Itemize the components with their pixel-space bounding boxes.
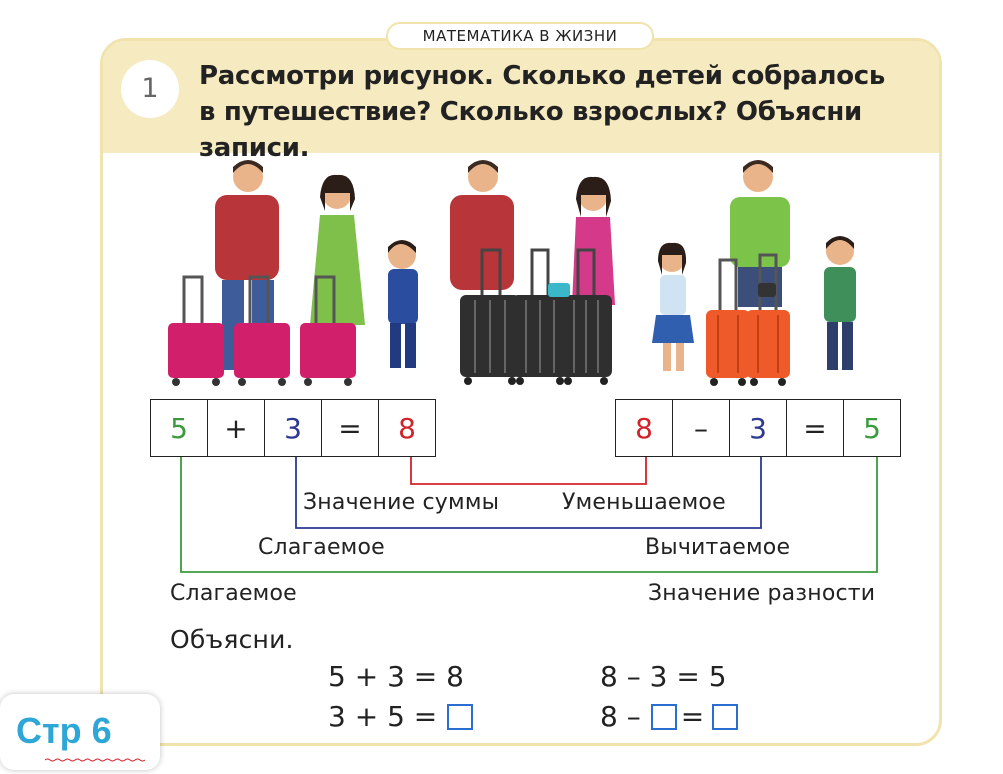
difference-cell: 5 — [843, 399, 901, 457]
addend-2-cell: 3 — [264, 399, 322, 457]
minus-cell: – — [672, 399, 730, 457]
page-badge: Стр 6 — [0, 694, 160, 770]
exercise-1-text: 5 + 3 = 8 — [328, 660, 464, 693]
exercise-4-equals: = — [680, 700, 705, 733]
family-group-1 — [168, 160, 418, 386]
equals-cell: = — [786, 399, 844, 457]
task-text: Рассмотри рисунок. Сколько детей собрало… — [199, 58, 919, 166]
section-title: МАТЕМАТИКА В ЖИЗНИ — [386, 22, 654, 50]
explain-heading: Объясни. — [170, 625, 294, 654]
answer-box[interactable] — [712, 703, 739, 730]
label-subtrahend: Вычитаемое — [645, 535, 791, 560]
minuend-cell: 8 — [615, 399, 673, 457]
family-group-2 — [450, 160, 615, 385]
equation-grid-sum: 5 + 3 = 8 — [150, 399, 436, 457]
label-addend-2: Слагаемое — [258, 535, 385, 560]
plus-cell: + — [207, 399, 265, 457]
family-group-3 — [652, 160, 856, 386]
spellcheck-underline — [45, 758, 145, 762]
travel-families-illustration — [168, 160, 856, 386]
blue-connector — [295, 456, 762, 529]
page-badge-text: Стр 6 — [16, 710, 112, 751]
exercise-2: 3 + 5 = — [328, 700, 477, 733]
equals-cell: = — [321, 399, 379, 457]
task-card — [100, 38, 942, 746]
exercise-4-prefix: 8 – — [600, 700, 641, 733]
label-difference-value: Значение разности — [648, 581, 876, 606]
exercise-1: 5 + 3 = 8 — [328, 660, 464, 693]
answer-box[interactable] — [447, 703, 474, 730]
green-connector — [180, 456, 878, 573]
subtrahend-cell: 3 — [729, 399, 787, 457]
sum-cell: 8 — [378, 399, 436, 457]
task-header-band — [103, 41, 939, 153]
answer-box[interactable] — [650, 703, 677, 730]
exercise-4: 8 – = — [600, 700, 742, 733]
addend-1-cell: 5 — [150, 399, 208, 457]
exercise-3: 8 – 3 = 5 — [600, 660, 727, 693]
label-minuend: Уменьшаемое — [562, 490, 726, 515]
label-sum-value: Значение суммы — [303, 490, 500, 515]
red-connector — [410, 456, 647, 485]
task-text-line2: в путешествие? Сколько взрослых? Объясни… — [199, 97, 862, 163]
task-number: 1 — [121, 60, 179, 118]
exercise-3-text: 8 – 3 = 5 — [600, 660, 727, 693]
exercise-2-text: 3 + 5 = — [328, 700, 438, 733]
label-addend-1: Слагаемое — [170, 581, 297, 606]
equation-grid-difference: 8 – 3 = 5 — [615, 399, 901, 457]
task-text-line1: Рассмотри рисунок. Сколько детей собрало… — [199, 61, 886, 91]
